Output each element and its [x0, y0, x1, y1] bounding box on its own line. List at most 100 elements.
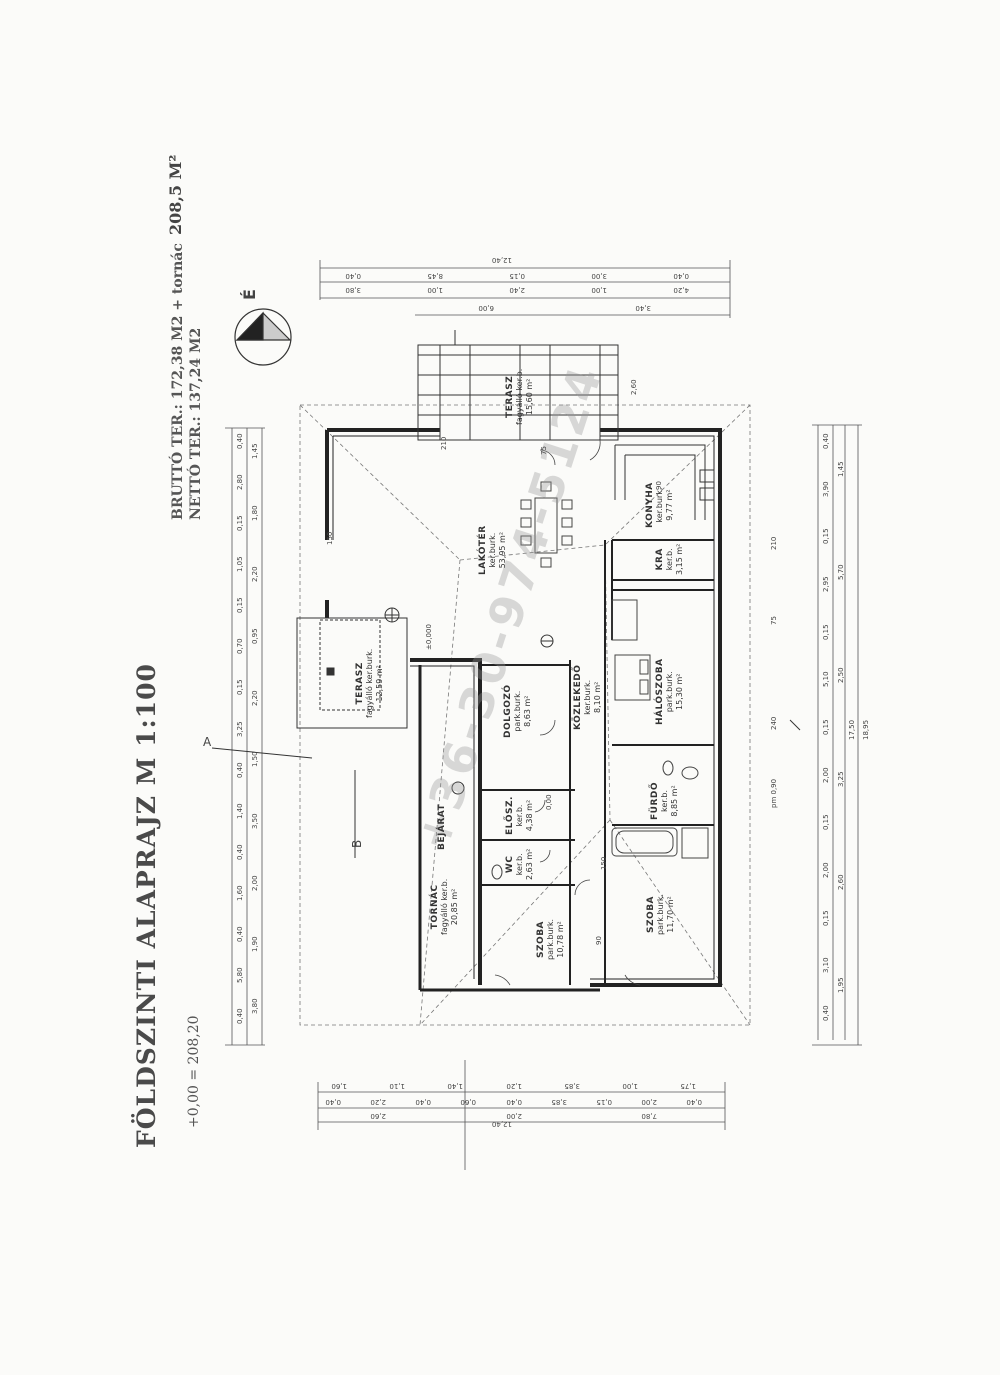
room-finish: park.burk. [513, 690, 522, 732]
dim-bottom-row3-0: 2,60 [370, 1112, 386, 1120]
dim-bottom-row2-7: 2,00 [641, 1098, 658, 1106]
opening-label-1: 90 [655, 481, 663, 490]
dim-left-row2-0: 3,80 [251, 998, 259, 1015]
north-marker: É [240, 289, 259, 300]
opening-label-9: 90 [595, 936, 603, 945]
room-finish: park.burk. [656, 893, 665, 935]
room-finish: fagyálló ker.burk. [365, 648, 374, 718]
right-dimension-lines [812, 424, 862, 1046]
kitchen-counter [614, 444, 715, 520]
dim-bottom-row3-1: 2,00 [505, 1112, 522, 1120]
room-finish: ker.b. [515, 853, 524, 876]
opening-label-10: 210 [440, 436, 448, 450]
dim-bottom-row1-5: 1,00 [622, 1082, 638, 1090]
dim-right-row2-4: 5,70 [837, 564, 845, 580]
dim-left-row1-3: 1,60 [236, 885, 244, 902]
dim-bottom-row1-3: 1,20 [505, 1082, 522, 1090]
dim-left-row2-7: 2,20 [251, 566, 259, 583]
exterior-wall-inner [332, 435, 715, 980]
room-area: 4,38 m² [525, 799, 534, 832]
room-name: TORNÁC [430, 884, 440, 930]
dim-top-row1-1: 8,45 [427, 272, 443, 280]
dim-bottom-row1-0: 1,60 [331, 1082, 348, 1090]
dim-left-row2-4: 1,50 [251, 751, 259, 768]
dim-right-row1-5: 2,00 [822, 767, 830, 783]
opening-label-5: pm 0,90 [770, 778, 778, 808]
room-tornac: TORNÁC fagyálló ker.b. 20,85 m² [430, 879, 460, 935]
room-dolgozo: DOLGOZÓ park.burk. 8,63 m² [503, 684, 533, 738]
dim-left-row2-8: 1,80 [251, 504, 259, 521]
bathroom-fixtures [491, 760, 709, 880]
dim-right-row1-8: 0,15 [822, 624, 830, 640]
level-markers [384, 607, 554, 795]
dim-left-row2-5: 2,20 [251, 690, 259, 706]
dim-top-row2-3: 1,00 [591, 286, 607, 294]
room-area: 2,63 m² [525, 848, 534, 880]
room-name: KÖZLEKEDŐ [573, 664, 583, 730]
opening-label-6: ±0,000 [425, 624, 433, 650]
room-finish: ker.b. [665, 548, 674, 571]
dim-left-row1-11: 1,05 [236, 556, 244, 572]
dim-right-row1-0: 0,40 [822, 1005, 830, 1022]
opening-label-2: 210 [770, 536, 778, 550]
dim-top-row2-4: 4,20 [673, 286, 689, 294]
dim-right-row1-11: 3,90 [822, 480, 830, 497]
room-name: TERASZ [355, 662, 365, 705]
bottom-dimension-lines [317, 1060, 726, 1170]
dim-right-row2-5: 1,45 [837, 461, 845, 477]
room-finish: ker.burk. [488, 532, 497, 568]
room-eloszoba: ELŐSZ. ker.b. 4,38 m² [505, 796, 535, 835]
dim-bottom-row2-1: 2,20 [370, 1098, 386, 1106]
dim-top-row2-0: 3,80 [345, 286, 361, 294]
total-area: 208,5 M² [166, 154, 185, 235]
room-finish: park.burk. [546, 918, 555, 960]
dim-bottom-row2-2: 0,40 [415, 1098, 432, 1106]
dim-bottom-row2-8: 0,40 [686, 1098, 703, 1106]
dim-left-row2-3: 3,50 [251, 813, 259, 830]
dim-top-260: 2,60 [630, 379, 638, 395]
room-name: HÁLÓSZOBA [655, 658, 665, 725]
dim-bottom-row1-6: 1,75 [680, 1082, 696, 1090]
exterior-walls [325, 428, 722, 987]
room-name: WC [505, 855, 515, 874]
net-area: NETTÓ TER.: 137,24 M2 [188, 327, 204, 520]
dim-right-row2-3: 2,50 [837, 667, 845, 684]
dim-left-row1-2: 0,40 [236, 926, 244, 943]
dim-left-row1-0: 0,40 [236, 1008, 244, 1025]
room-area: 10,78 m² [556, 921, 565, 958]
room-name: SZOBA [536, 920, 546, 958]
dim-top-row2-1: 1,00 [427, 286, 443, 294]
dim-right-row1-1: 3,10 [822, 957, 830, 974]
dim-top-row3-0: 6,00 [478, 304, 494, 312]
room-finish: ker.b. [515, 804, 524, 827]
dim-left-row1-9: 0,70 [236, 638, 244, 655]
room-area: 15,30 m² [675, 673, 684, 710]
room-kamra: KRA ker.b. 3,15 m² [655, 544, 685, 575]
opening-label-11: 75 [540, 446, 548, 455]
dim-left-row1-1: 5,80 [236, 967, 244, 984]
room-name: LAKÓTÉR [478, 525, 488, 575]
dim-left-row1-8: 0,15 [236, 679, 244, 696]
room-area: 8,63 m² [523, 695, 532, 727]
dim-top-row3-1: 3,40 [635, 304, 652, 312]
opening-label-4: 240 [770, 716, 778, 730]
dim-top-total: 12,40 [491, 256, 512, 264]
room-name: FÜRDŐ [650, 781, 660, 820]
room-area: 8,85 m² [670, 785, 679, 817]
dim-right-row1-6: 0,15 [822, 719, 830, 735]
dim-bottom-row1-2: 1,40 [447, 1082, 464, 1090]
drawing-title: FÖLDSZINTI ALAPRAJZ M 1:100 [132, 663, 161, 1148]
room-area: 3,15 m² [675, 543, 684, 575]
room-area: 20,85 m² [450, 888, 459, 926]
dim-left-row1-12: 0,15 [236, 515, 244, 531]
terrace-left [296, 617, 408, 729]
room-area: 11,70 m² [666, 896, 675, 933]
dining-table [520, 481, 573, 568]
opening-label-7: 0,00 [545, 794, 553, 810]
room-furdo: FÜRDŐ ker.b. 8,85 m² [650, 782, 680, 820]
room-name: DOLGOZÓ [503, 684, 513, 738]
dim-right-row2-2: 3,25 [837, 771, 845, 787]
dim-left-row2-9: 1,45 [251, 443, 259, 459]
section-lines [211, 330, 801, 858]
